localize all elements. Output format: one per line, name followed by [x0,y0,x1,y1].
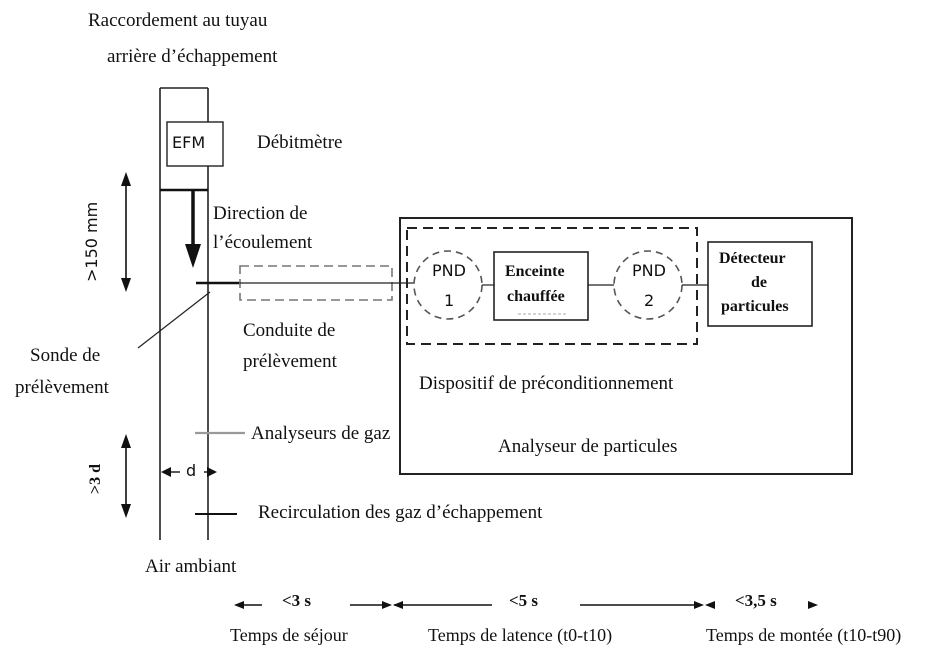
pnd2-label: PND [632,261,666,280]
sampling-probe-label-line2: prélèvement [15,377,109,398]
flowmeter-label: Débitmètre [257,132,343,153]
ambient-air-label: Air ambiant [145,556,237,577]
flowmeter-box [160,121,224,192]
upstream-dimension-arrow [121,172,131,292]
sampling-probe-label-line1: Sonde de [30,345,101,366]
pnd1-number: 1 [444,291,455,310]
time-latency-value: <5 s [509,591,539,610]
diameter-label: d [186,461,197,480]
time-rise-value: <3,5 s [735,591,777,610]
connection-label-line2: arrière d’échappement [107,46,278,67]
preconditioning-label: Dispositif de préconditionnement [419,373,674,394]
heated-chamber-label-line2: chauffée [507,288,565,305]
particle-analyzer-label: Analyseur de particules [498,436,678,457]
detector-label-line3: particules [721,298,789,315]
flowmeter-box-label: EFM [172,133,206,152]
sampling-probe-pointer [137,291,211,349]
timeline-arrows [234,601,818,609]
detector-label-line1: Détecteur [719,250,786,267]
time-rise-label: Temps de montée (t10-t90) [706,625,902,645]
heated-chamber-label-line1: Enceinte [505,263,565,280]
gas-analyzers-label: Analyseurs de gaz [251,423,391,444]
heated-chamber-box [493,251,589,321]
time-residence-value: <3 s [282,591,312,610]
detector-label-line2: de [751,274,767,291]
pnd2-number: 2 [644,291,655,310]
egr-label: Recirculation des gaz d’échappement [258,502,543,523]
pnd1-label: PND [432,261,466,280]
diameter-arrow [161,467,217,477]
flow-direction-line1: Direction de [213,203,308,224]
flow-direction-line2: l’écoulement [213,232,313,253]
sampling-line-label-line1: Conduite de [243,320,336,341]
time-residence-label: Temps de séjour [230,625,348,645]
downstream-dimension-arrow [121,434,131,518]
upstream-distance-label: >150 mm [82,201,101,282]
preconditioning-box [406,227,698,345]
particle-analyzer-box [399,217,853,475]
downstream-distance-label: >3 d [87,463,104,494]
flow-arrow [185,190,201,268]
particle-detector-box [707,241,813,327]
sampling-line-label-line2: prélèvement [243,351,337,372]
connection-label-line1: Raccordement au tuyau [88,10,268,31]
time-latency-label: Temps de latence (t0-t10) [428,625,613,645]
